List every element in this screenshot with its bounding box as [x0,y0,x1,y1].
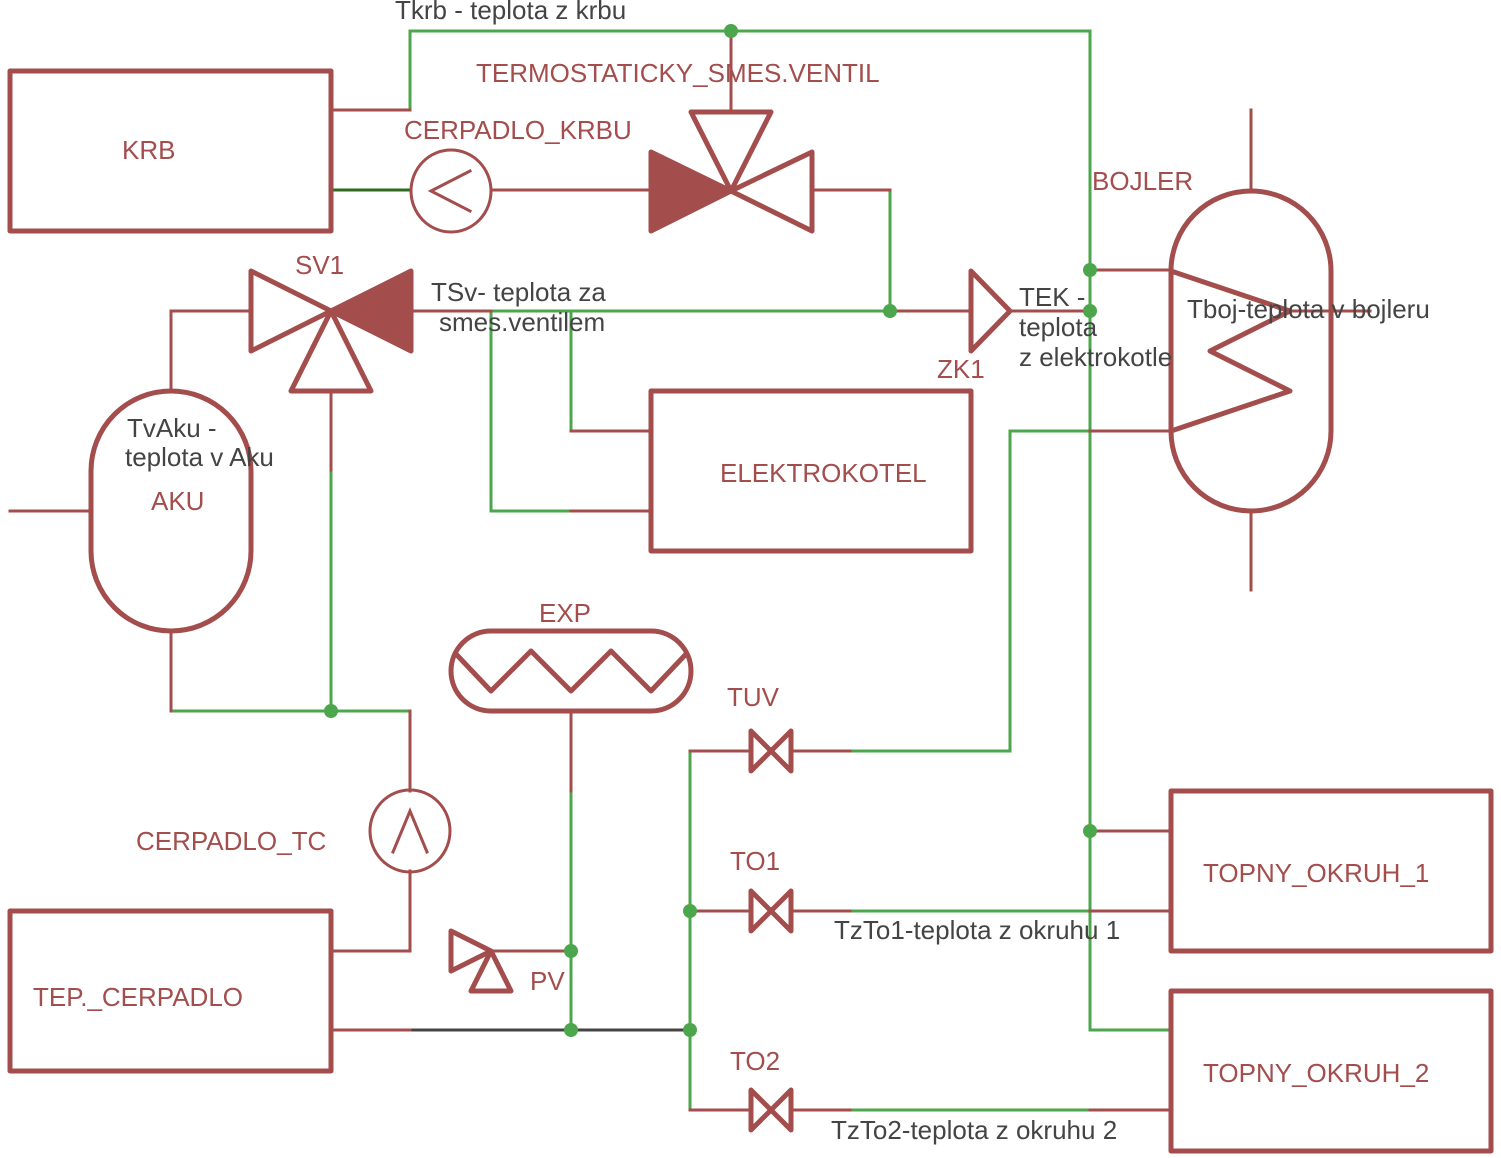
sensor-tek-line1: TEK - [1019,282,1085,312]
label-zk1: ZK1 [937,354,985,384]
sv1-valve-icon[interactable] [248,268,414,394]
cerpadlo-tc-pump-icon[interactable] [368,788,452,874]
sensor-tsv-line2: smes.ventilem [439,307,605,337]
label-exp: EXP [539,598,591,628]
label-sv1: SV1 [295,250,344,280]
termostaticky-ventil-icon[interactable] [648,109,815,234]
label-aku: AKU [151,486,204,516]
wire-tkrb [408,29,1170,1032]
elektrokotel-box[interactable] [648,388,974,554]
pv-safety-valve-icon[interactable] [448,928,514,994]
zk1-check-valve-icon[interactable] [968,268,1013,354]
label-to2: TO2 [730,1046,780,1076]
sensor-tvaku-line2: teplota v Aku [125,442,274,472]
krb-box[interactable] [7,68,334,234]
topny-okruh-1-box[interactable] [1168,788,1494,954]
sensor-tsv-line1: TSv- teplota za [431,277,606,307]
wire-tsv-ek-bottom [489,311,571,513]
label-tuv: TUV [727,682,780,712]
bojler-tank[interactable] [1168,188,1334,514]
label-termostaticky-ventil: TERMOSTATICKY_SMES.VENTIL [476,58,880,88]
sensor-tek-line3: z elektrokotle [1019,342,1172,372]
label-cerpadlo-tc: CERPADLO_TC [136,826,326,856]
label-tep-cerpadlo: TEP._CERPADLO [33,982,243,1012]
label-krb: KRB [122,135,175,165]
aku-tank[interactable] [88,388,254,634]
tep-cerpadlo-box[interactable] [7,908,334,1074]
label-elektrokotel: ELEKTROKOTEL [720,458,927,488]
label-cerpadlo-krbu: CERPADLO_KRBU [404,115,632,145]
sensor-tzto2: TzTo2-teplota z okruhu 2 [831,1115,1117,1145]
label-to1: TO1 [730,846,780,876]
to1-valve-icon[interactable] [748,888,794,934]
tuv-valve-icon[interactable] [748,728,794,774]
exp-vessel-icon[interactable] [448,628,694,714]
cerpadlo-krbu-pump-icon[interactable] [409,148,493,234]
sensor-tboj: Tboj-teplota v bojleru [1187,294,1430,324]
sensor-tek-line2: teplota [1019,312,1098,342]
junctions [324,24,1097,1037]
label-pv: PV [530,966,565,996]
topny-okruh-2-box[interactable] [1168,988,1494,1154]
label-topny-okruh-1: TOPNY_OKRUH_1 [1203,858,1429,888]
label-bojler: BOJLER [1092,166,1193,196]
sensor-tzto1: TzTo1-teplota z okruhu 1 [834,915,1120,945]
signal-wires [171,29,1170,1112]
sensor-tvaku-line1: TvAku - [127,413,217,443]
label-topny-okruh-2: TOPNY_OKRUH_2 [1203,1058,1429,1088]
to2-valve-icon[interactable] [748,1087,794,1133]
sensor-tkrb: Tkrb - teplota z krbu [395,0,626,25]
